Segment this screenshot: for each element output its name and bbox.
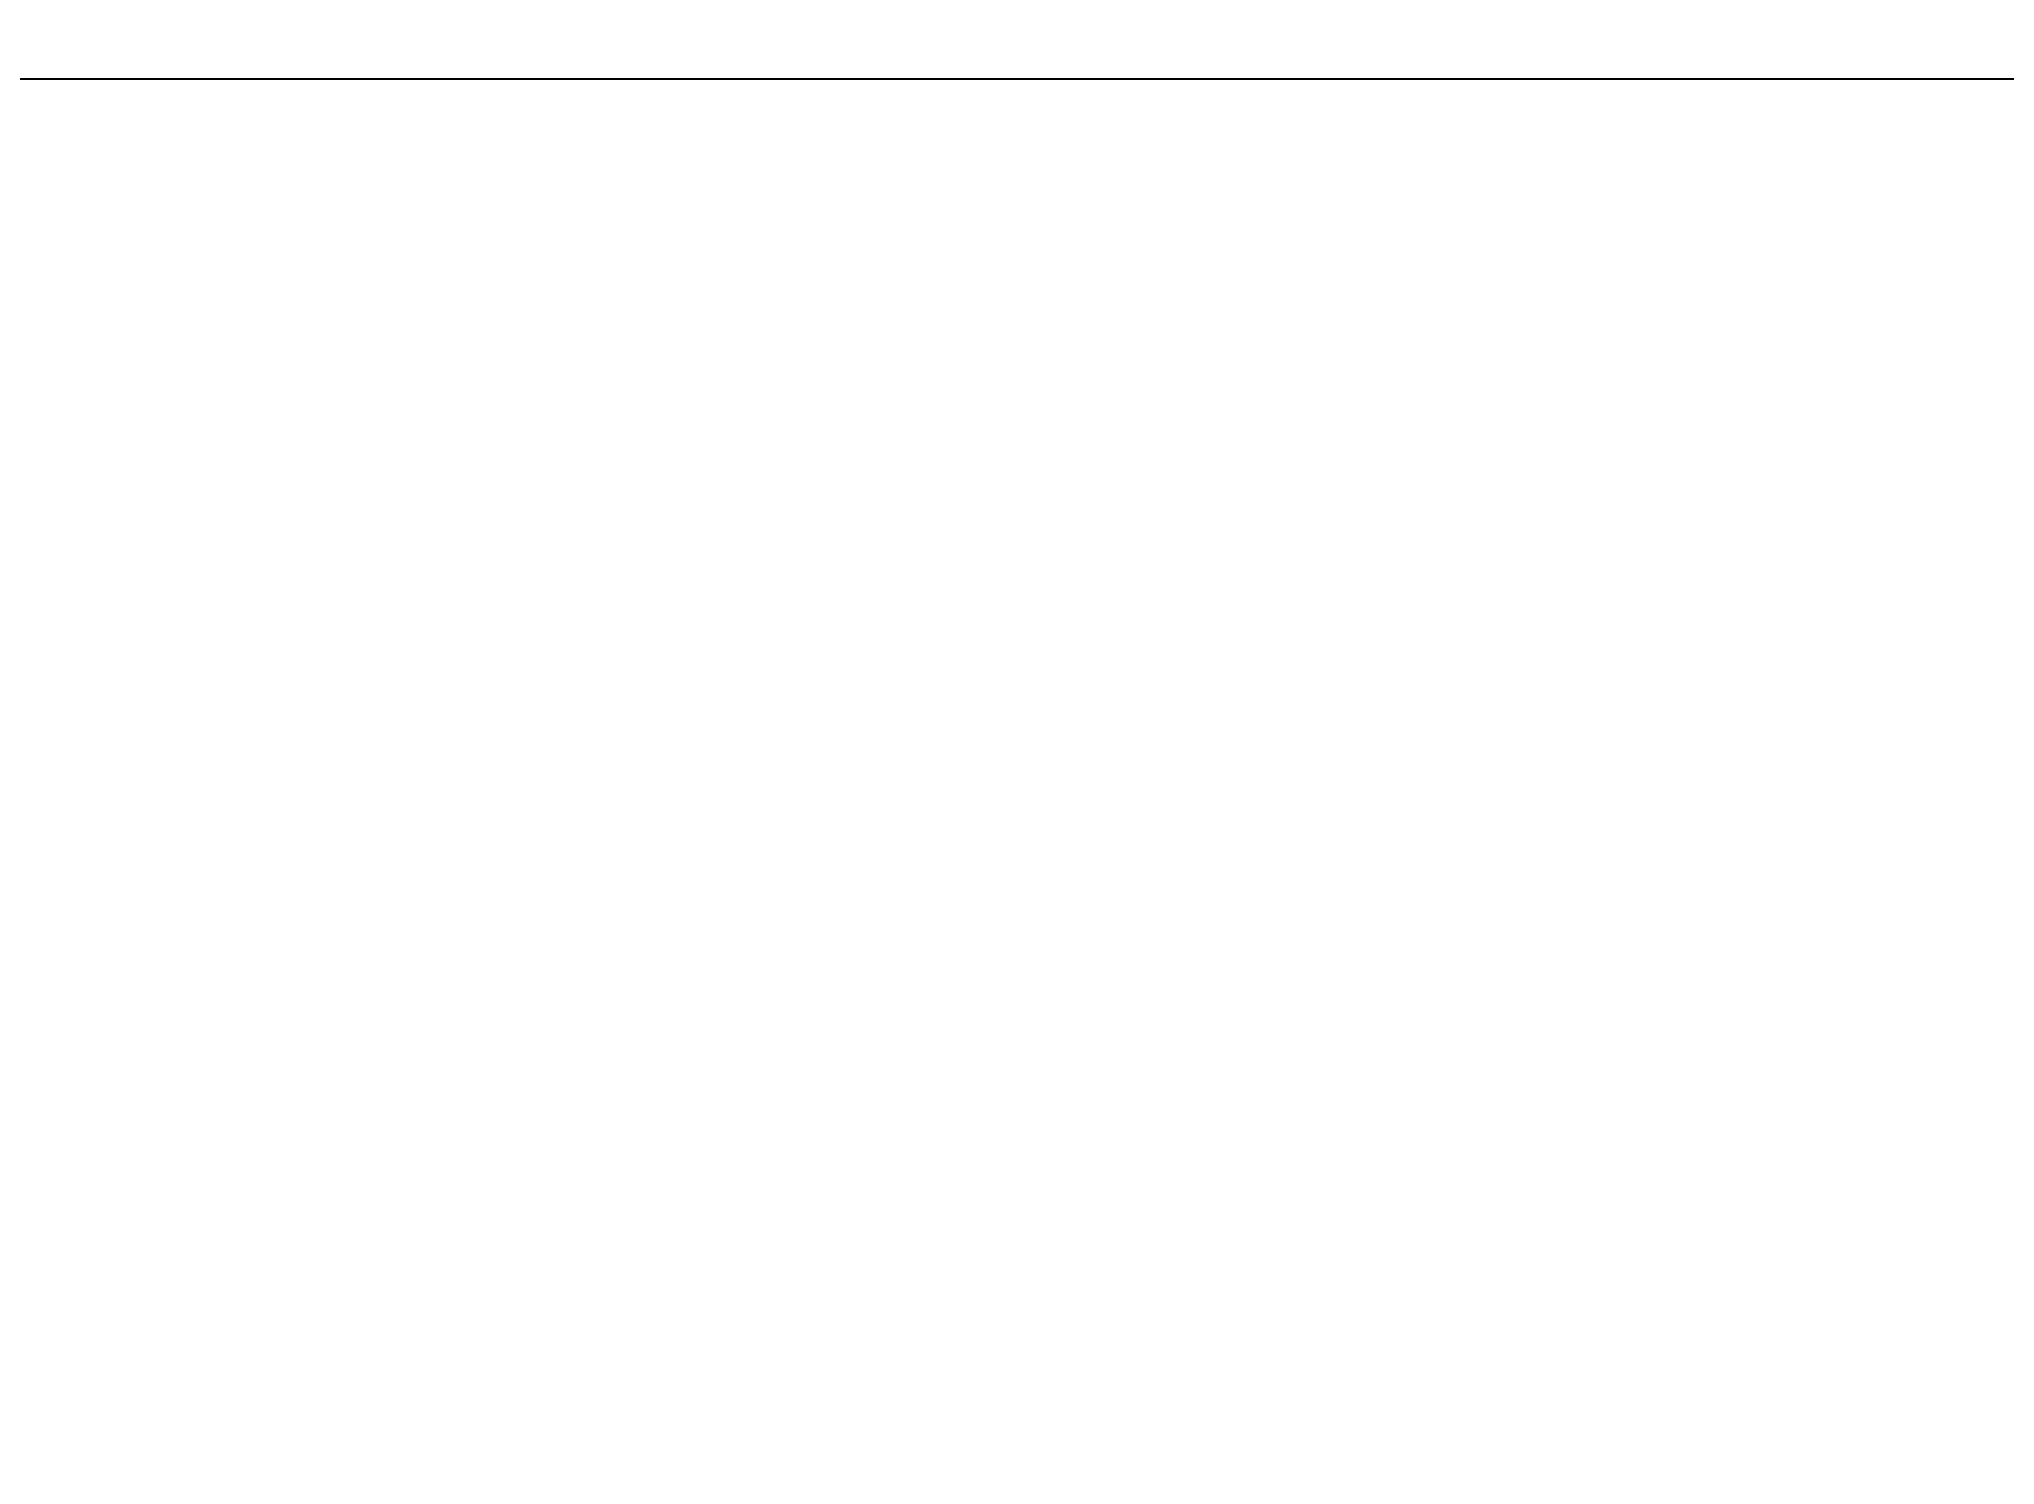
diagram-area bbox=[20, 90, 2014, 1484]
title-bar bbox=[20, 20, 2014, 80]
